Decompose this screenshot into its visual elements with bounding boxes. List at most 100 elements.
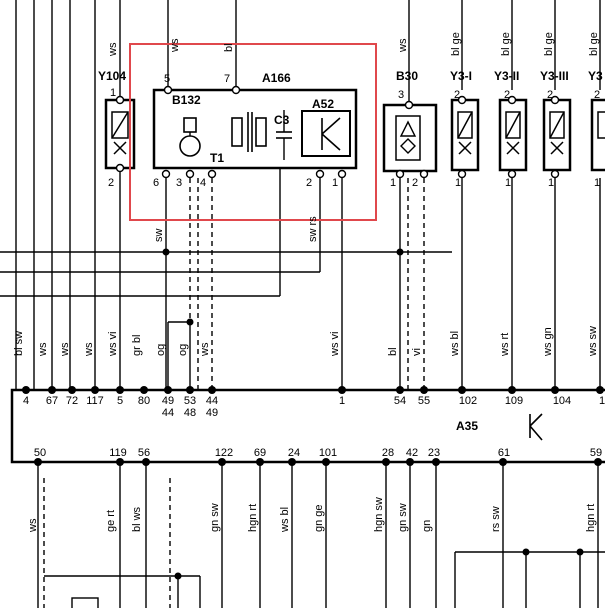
svg-text:3: 3 [398, 89, 404, 101]
svg-text:ws gn: ws gn [542, 327, 554, 357]
svg-text:gr bl: gr bl [131, 335, 143, 356]
svg-text:1: 1 [599, 395, 605, 407]
label-t1: T1 [210, 151, 224, 165]
svg-text:1: 1 [110, 87, 116, 99]
lower-wire-labels: bl sw ws ws ws ws vi gr bl og og ws ws v… [13, 326, 599, 357]
svg-text:42: 42 [406, 447, 418, 459]
svg-text:5: 5 [164, 73, 170, 85]
svg-text:28: 28 [382, 447, 394, 459]
label-b30: B30 [396, 69, 418, 83]
svg-text:og: og [177, 344, 189, 356]
svg-text:hgn rt: hgn rt [585, 504, 597, 532]
svg-text:56: 56 [138, 447, 150, 459]
pin-numbers: 5 7 6 3 4 2 1 1 2 3 1 2 2 1 2 1 2 1 2 1 [108, 73, 600, 189]
bottom-wire-labels: ws ge rt bl ws gn sw hgn rt ws bl gn ge … [27, 497, 597, 533]
svg-text:54: 54 [394, 395, 406, 407]
svg-text:122: 122 [215, 447, 233, 459]
label-y3-2: Y3-II [494, 69, 519, 83]
svg-text:48: 48 [184, 407, 196, 419]
svg-text:ws: ws [83, 342, 95, 357]
svg-text:67: 67 [46, 395, 58, 407]
svg-text:72: 72 [66, 395, 78, 407]
svg-text:ws: ws [37, 342, 49, 357]
label-y3-1: Y3-I [450, 69, 472, 83]
svg-text:1: 1 [339, 395, 345, 407]
svg-text:bl ge: bl ge [450, 32, 462, 56]
svg-text:69: 69 [254, 447, 266, 459]
a35-pin-dots [22, 386, 604, 466]
svg-text:ws vi: ws vi [329, 332, 341, 357]
a35-top-pin-numbers: 4 67 72 117 5 80 49 53 44 1 54 55 102 10… [23, 395, 605, 419]
component-pin-dots [115, 85, 560, 179]
svg-text:5: 5 [117, 395, 123, 407]
svg-text:4: 4 [200, 177, 206, 189]
svg-text:hgn sw: hgn sw [373, 497, 385, 532]
highlight-box [129, 43, 377, 221]
svg-text:bl ge: bl ge [500, 32, 512, 56]
svg-text:1: 1 [455, 177, 461, 189]
svg-text:ws: ws [169, 38, 181, 53]
svg-text:49: 49 [206, 407, 218, 419]
svg-text:3: 3 [176, 177, 182, 189]
svg-text:bl ge: bl ge [543, 32, 555, 56]
label-y3-4: Y3 [588, 69, 603, 83]
svg-text:gn: gn [421, 520, 433, 532]
component-y3-valves [450, 98, 605, 172]
label-y104: Y104 [98, 69, 126, 83]
mid-wire-label: sw rs [307, 216, 319, 242]
svg-text:hgn rt: hgn rt [247, 504, 259, 532]
svg-text:104: 104 [553, 395, 571, 407]
svg-text:2: 2 [454, 89, 460, 101]
svg-text:bl: bl [223, 43, 235, 52]
label-y3-3: Y3-III [540, 69, 569, 83]
label-a35: A35 [456, 419, 478, 433]
svg-text:24: 24 [288, 447, 300, 459]
svg-text:gn sw: gn sw [397, 503, 409, 532]
svg-text:6: 6 [153, 177, 159, 189]
svg-text:gn sw: gn sw [209, 503, 221, 532]
svg-text:bl ge: bl ge [588, 32, 600, 56]
svg-text:bl sw: bl sw [13, 331, 25, 356]
svg-text:2: 2 [412, 177, 418, 189]
svg-text:2: 2 [306, 177, 312, 189]
svg-text:bl: bl [387, 347, 399, 356]
label-a166: A166 [262, 71, 291, 85]
svg-text:59: 59 [590, 447, 602, 459]
label-a52: A52 [312, 97, 334, 111]
svg-text:gn ge: gn ge [313, 504, 325, 532]
svg-text:ws bl: ws bl [449, 331, 461, 357]
mid-wire-label: sw [153, 229, 165, 243]
svg-text:ge rt: ge rt [105, 510, 117, 532]
svg-text:ws vi: ws vi [107, 332, 119, 357]
svg-text:ws sw: ws sw [587, 326, 599, 357]
svg-text:23: 23 [428, 447, 440, 459]
svg-text:7: 7 [224, 73, 230, 85]
svg-text:109: 109 [505, 395, 523, 407]
svg-text:ws: ws [107, 42, 119, 57]
svg-text:ws: ws [59, 342, 71, 357]
component-a166 [152, 88, 358, 170]
svg-text:50: 50 [34, 447, 46, 459]
svg-text:ws: ws [397, 38, 409, 53]
svg-text:1: 1 [505, 177, 511, 189]
svg-text:ws: ws [199, 342, 211, 357]
svg-text:vi: vi [411, 348, 423, 356]
a35-bottom-pin-numbers: 50 119 56 122 69 24 101 28 42 23 61 59 [34, 447, 602, 459]
svg-text:117: 117 [86, 395, 104, 407]
svg-text:80: 80 [138, 395, 150, 407]
svg-text:101: 101 [319, 447, 337, 459]
svg-text:2: 2 [504, 89, 510, 101]
svg-text:119: 119 [109, 447, 127, 459]
top-wire-labels: ws ws bl ws bl ge bl ge bl ge bl ge [107, 32, 600, 57]
svg-text:61: 61 [498, 447, 510, 459]
svg-text:1: 1 [390, 177, 396, 189]
svg-text:44: 44 [206, 395, 218, 407]
svg-text:1: 1 [332, 177, 338, 189]
svg-text:4: 4 [23, 395, 29, 407]
label-c3: C3 [274, 113, 290, 127]
svg-text:2: 2 [594, 89, 600, 101]
svg-text:2: 2 [108, 177, 114, 189]
svg-text:102: 102 [459, 395, 477, 407]
